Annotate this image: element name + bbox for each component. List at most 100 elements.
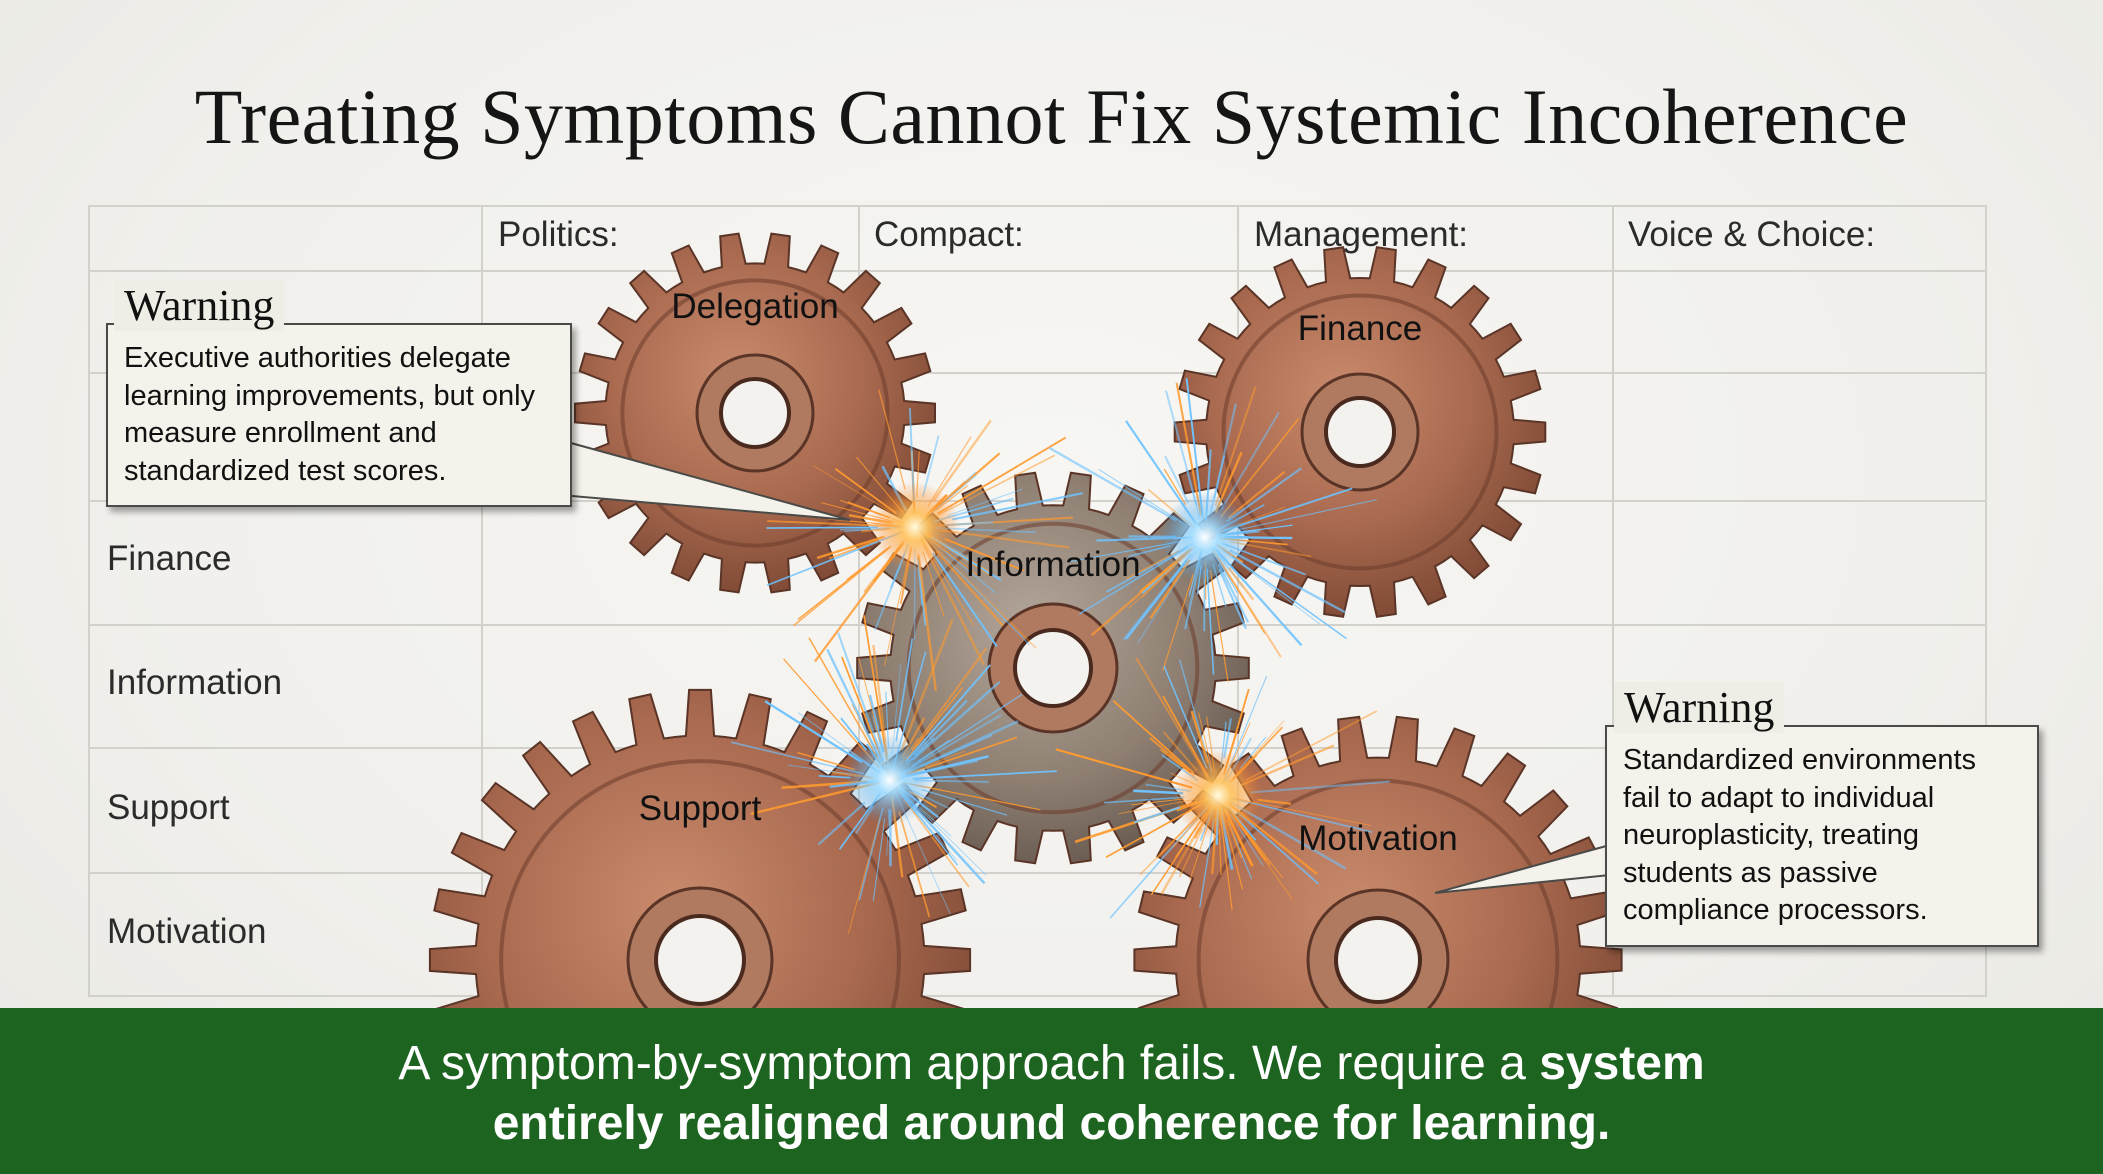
warning-callout-2-tag: Warning [1614, 682, 1785, 733]
gear-label-motivation: Motivation [1298, 819, 1458, 858]
banner-line-1-bold: system [1539, 1037, 1705, 1090]
spark-streak [1238, 499, 1377, 531]
spark-streak [1149, 737, 1190, 772]
spark-streak [793, 546, 891, 627]
spark-streak [913, 699, 968, 756]
gear-delegation-rim [620, 278, 890, 548]
spark-streak [797, 751, 856, 771]
row-header-finance: Finance [107, 539, 232, 578]
column-header-politics: Politics: [498, 215, 619, 254]
gear-label-finance: Finance [1298, 309, 1423, 348]
spark-streak [872, 818, 886, 901]
gear-label-delegation: Delegation [671, 287, 838, 326]
spark-streak [1133, 806, 1181, 824]
spark-streak [858, 657, 882, 744]
gear-support-body [428, 688, 972, 1008]
row-header-support: Support [107, 788, 230, 827]
spark-streak [946, 488, 1023, 517]
spark-streak [878, 389, 906, 490]
spark-streak [1229, 549, 1346, 614]
spark-burst-2 [1048, 378, 1377, 682]
spark-streak [944, 538, 1024, 572]
spark-streak [787, 764, 852, 775]
spark-streak [921, 788, 1008, 816]
spark-streak [895, 638, 914, 742]
conclusion-banner: A symptom-by-symptom approach fails. We … [0, 1008, 2103, 1174]
gear-motivation-hole [1334, 916, 1422, 1004]
spark-streak [1164, 455, 1190, 504]
spark-streak [910, 647, 988, 752]
spark-streak [1103, 796, 1185, 804]
spark-streak [1250, 780, 1390, 794]
spark-streak [900, 618, 954, 751]
column-header-compact: Compact: [874, 215, 1024, 254]
spark-streak [932, 419, 992, 502]
spark-streak [898, 811, 931, 918]
gear-finance-hole [1324, 396, 1396, 468]
spark-streak [1162, 573, 1194, 671]
spark-glow [1173, 750, 1263, 840]
spark-streak [1245, 710, 1378, 782]
gear-information-hole [1013, 628, 1093, 708]
spark-streak [764, 700, 863, 764]
gear-support-rim [499, 759, 901, 1008]
gear-support-hole [654, 914, 746, 1006]
spark-burst-3 [731, 615, 1057, 934]
warning-callout-2-text: Standardized environments fail to adapt … [1623, 744, 1977, 926]
spark-burst-1 [766, 389, 1083, 692]
spark-streak [1055, 748, 1193, 789]
spark-streak [1209, 569, 1229, 682]
gear-label-support: Support [639, 789, 762, 828]
spark-streak [905, 664, 991, 763]
row-header-motivation: Motivation [107, 912, 267, 951]
spark-streak [935, 454, 1056, 518]
spark-streak [919, 734, 993, 768]
spark-streak [1048, 446, 1177, 522]
spark-streak [936, 549, 1030, 645]
spark-streak [1231, 555, 1348, 640]
gear-information-rim [906, 521, 1200, 815]
spark-streak [1178, 828, 1203, 878]
spark-streak [731, 741, 865, 775]
spark-streak [1112, 700, 1195, 774]
spark-streak [1257, 798, 1292, 805]
spark-streak [940, 529, 1070, 549]
spark-streak [1163, 665, 1208, 769]
column-header-management: Management: [1254, 215, 1469, 254]
banner-line-1-plain: A symptom-by-symptom approach fails. We … [398, 1037, 1540, 1090]
banner-line-1: A symptom-by-symptom approach fails. We … [0, 1034, 2103, 1094]
spark-streak [1213, 455, 1226, 499]
gear-label-information: Information [965, 545, 1140, 584]
gear-finance-rim [1221, 293, 1499, 571]
spark-streak [1219, 418, 1300, 518]
warning-callout-1: Executive authorities delegate learning … [106, 323, 572, 507]
spark-glow [1160, 492, 1250, 582]
gear-delegation-hole [719, 377, 791, 449]
warning-callout-2: Standardized environments fail to adapt … [1605, 725, 2039, 947]
spark-streak [766, 526, 878, 529]
spark-streak [1218, 568, 1247, 630]
spark-streak [938, 550, 1037, 649]
spark-streak [1160, 827, 1201, 895]
column-header-voice-choice: Voice & Choice: [1628, 215, 1876, 254]
banner-line-2-bold: entirely realigned around coherence for … [492, 1097, 1611, 1150]
spark-glow [845, 735, 935, 825]
spark-glow [870, 482, 960, 572]
spark-streak [883, 559, 909, 667]
row-header-information: Information [107, 663, 283, 702]
spark-streak [911, 681, 1001, 761]
spark-streak [931, 552, 998, 648]
spark-streak [828, 539, 879, 560]
page-title: Treating Symptoms Cannot Fix Systemic In… [194, 73, 1909, 160]
gear-finance [1173, 246, 1547, 618]
banner-line-2: entirely realigned around coherence for … [0, 1094, 2103, 1154]
warning-callout-1-text: Executive authorities delegate learning … [124, 342, 536, 487]
spark-burst-4 [1055, 657, 1390, 919]
spark-streak [1214, 386, 1257, 507]
spark-streak [937, 436, 1067, 515]
spark-streak [935, 549, 1005, 627]
gear-support [428, 688, 972, 1008]
spark-streak [912, 770, 1057, 780]
gear-motivation-rim [1196, 778, 1560, 1008]
